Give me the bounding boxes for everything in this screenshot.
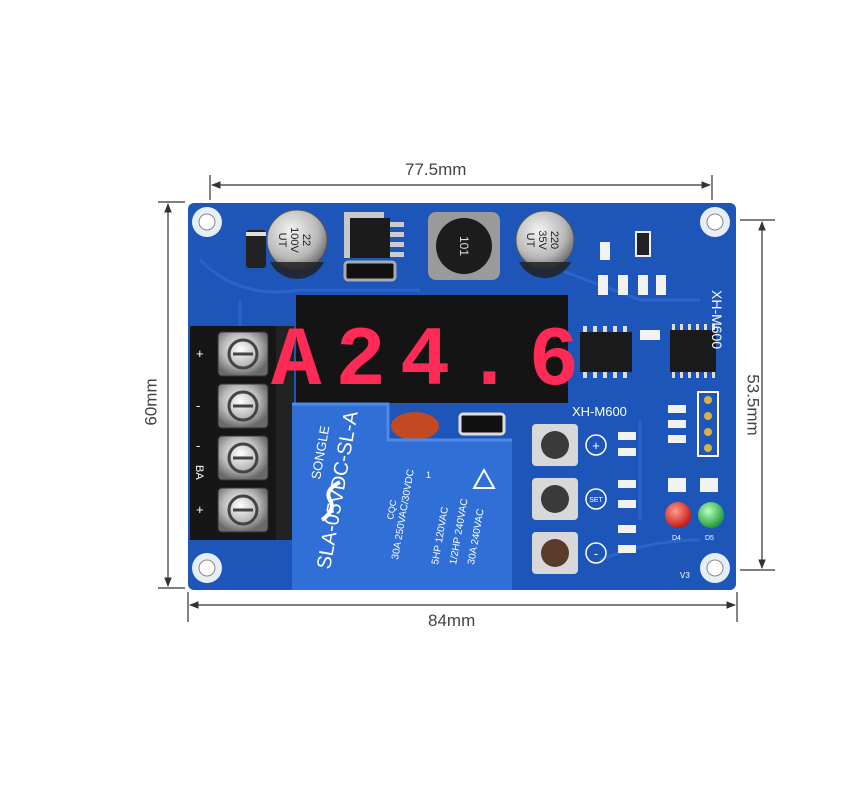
inductor-marking: 101 [457,236,471,256]
terminal-block [190,326,294,540]
button-label-set: SET [589,497,603,504]
songle-logo-icon [320,480,341,522]
bottom-width-label: 84mm [428,611,476,630]
dimension-lines [158,175,775,622]
led-label-d4: D4 [672,535,681,542]
ceramic-capacitor [391,412,439,440]
led-label-d5: D5 [705,535,714,542]
button-label-plus: + [592,438,600,453]
cap-left-value: 22 [300,234,312,246]
button-label-minus: - [594,546,598,561]
capacitor-right: 220 35V UT [515,210,575,279]
cap-left-brand: UT [276,233,288,248]
capacitor-left: 22 100V UT [266,209,328,279]
seven-segment-display: A24.6 [271,295,593,410]
top-width-label: 77.5mm [405,160,467,179]
led-green [698,502,724,528]
regulator-chip [344,212,404,258]
mounting-holes [192,207,730,583]
terminal-label-3: - [196,438,200,453]
smd-diode [343,260,397,282]
smd-components [598,231,718,553]
model-label: XH-M600 [572,404,627,419]
terminal-label-2: - [196,398,200,413]
warning-triangle-icon [472,467,496,489]
inductor: 101 [428,212,500,280]
diode [246,230,266,268]
terminal-label-1: + [196,346,204,361]
version-label: V3 [680,571,690,580]
relay: SLA-05VDC-SL-A SONGLE 30A 250VAC/30VDC 5… [292,402,512,590]
display-digits: A24.6 [271,315,593,410]
pin-header [697,391,719,457]
jumper [458,412,506,436]
relay-cert-label: CQC [385,498,398,520]
pcb-traces [198,258,701,562]
cap-right-brand: UT [524,233,536,248]
relay-pin-label: 1 [426,470,431,480]
ic-chip-left [580,326,632,378]
cap-right-voltage: 35V [536,230,548,250]
model-label-vertical: XH-M600 [709,290,725,349]
ic-chip-right [670,324,716,378]
cap-left-voltage: 100V [288,227,300,253]
led-red [665,502,691,528]
buttons [532,424,607,574]
cap-right-value: 220 [548,231,560,249]
terminal-label-4: + [196,502,204,517]
terminal-group-label: BA [193,465,205,480]
